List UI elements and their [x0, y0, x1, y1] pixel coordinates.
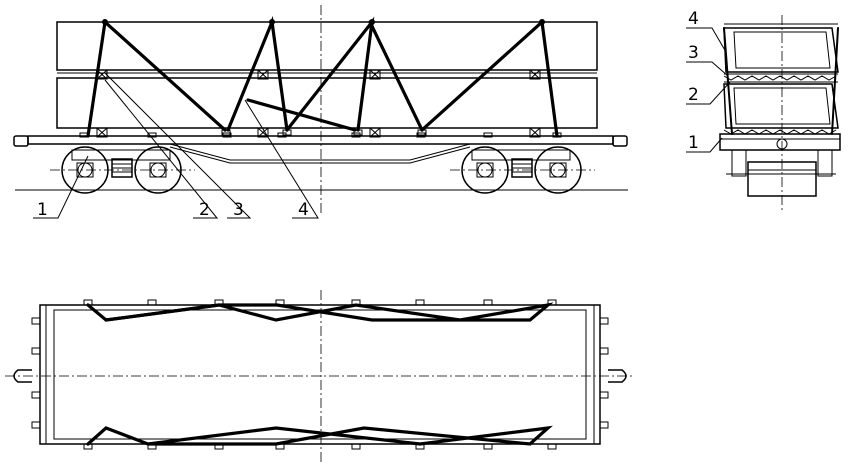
plan-coupler-right — [608, 369, 627, 383]
end-view: 4 3 2 1 — [686, 9, 841, 210]
end-package-lower — [723, 83, 839, 129]
center-sill — [169, 143, 471, 161]
coupler-left — [13, 135, 29, 147]
platform-deck — [27, 135, 614, 145]
stake-pockets — [79, 132, 562, 138]
plan-view — [5, 290, 632, 465]
spacer-blocks — [96, 69, 541, 138]
callout-4-side: 4 — [298, 200, 309, 220]
callout-1-side: 1 — [37, 200, 48, 220]
coupler-right — [612, 135, 628, 147]
plan-platform-outline — [39, 304, 601, 445]
plan-coupler-left — [13, 369, 32, 383]
side-view: 1 2 3 4 — [13, 5, 628, 220]
bogie-right — [450, 146, 595, 194]
callout-4-end: 4 — [688, 9, 699, 29]
callout-2-end: 2 — [688, 85, 699, 105]
plan-tie-wires-bottom — [86, 425, 553, 446]
end-leaders — [686, 27, 731, 153]
callout-2-side: 2 — [199, 200, 210, 220]
side-leaders — [33, 72, 319, 219]
bogie-left — [50, 146, 195, 194]
end-deck — [719, 133, 841, 151]
end-package-upper — [723, 27, 839, 73]
plan-tie-wires-top — [86, 302, 554, 322]
callout-3-end: 3 — [688, 43, 699, 63]
callout-3-side: 3 — [233, 200, 244, 220]
end-spacers — [723, 75, 837, 81]
plan-load-outline — [53, 309, 587, 440]
callout-1-end: 1 — [688, 133, 699, 153]
plan-stake-pockets — [31, 299, 609, 450]
tie-down-wires — [86, 15, 559, 138]
